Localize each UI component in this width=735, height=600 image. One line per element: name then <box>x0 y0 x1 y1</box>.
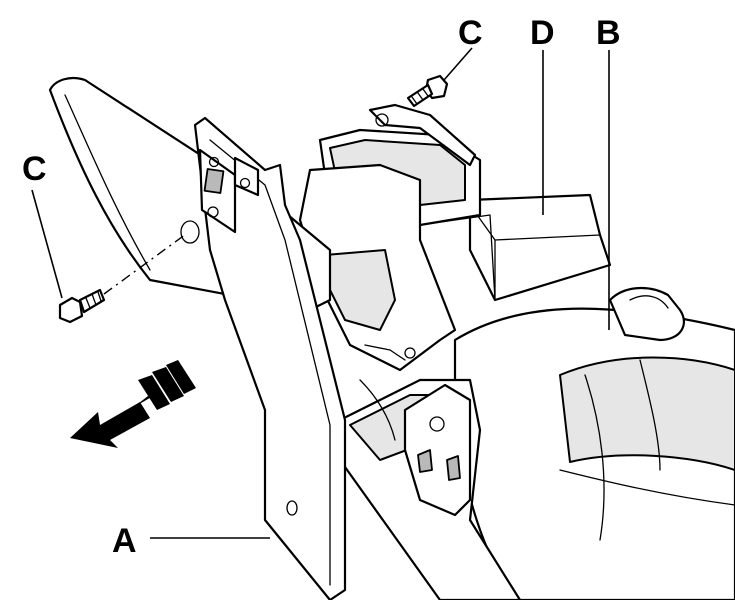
console-base-part-b <box>453 286 735 600</box>
callout-label-a: A <box>112 522 137 560</box>
bolt-icon <box>58 288 106 324</box>
bracket-part-a <box>193 116 347 600</box>
callout-label-c-left: C <box>22 150 47 188</box>
callout-label-b: B <box>596 14 621 52</box>
housing-part-d <box>468 193 612 302</box>
leader-line-c-top <box>443 47 473 81</box>
callout-label-c-top: C <box>458 14 483 52</box>
bolt-icon <box>406 74 449 108</box>
leader-line-c-left <box>31 189 63 299</box>
arrow-left-down-icon <box>70 360 196 448</box>
callout-label-d: D <box>530 14 555 52</box>
lower-frame <box>338 344 522 600</box>
air-duct-assembly <box>298 103 496 372</box>
alignment-line <box>103 233 187 295</box>
